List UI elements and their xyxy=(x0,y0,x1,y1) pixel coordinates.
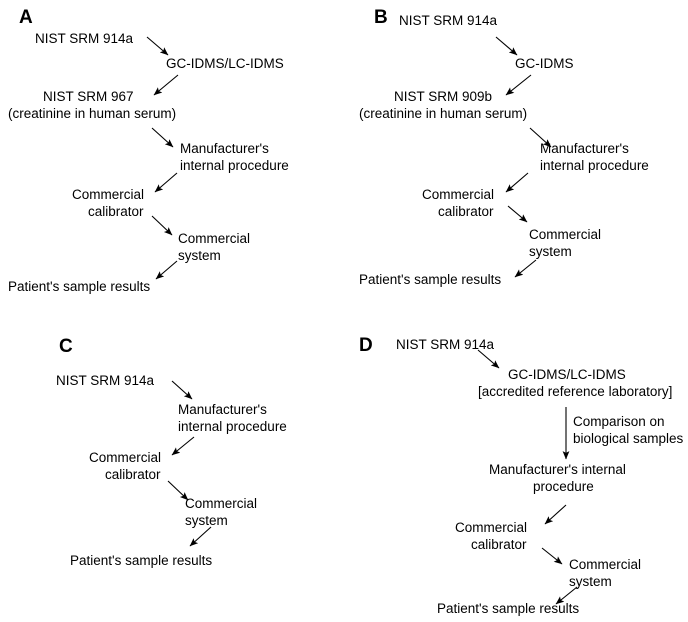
panel-a-arrows xyxy=(146,36,179,280)
node-b-system-line1: Commercial xyxy=(529,227,602,242)
node-d-system-line1: Commercial xyxy=(569,557,642,572)
node-c-system-line1: Commercial xyxy=(185,496,258,511)
node-a-srm-967-line2: (creatinine in human serum) xyxy=(8,106,177,121)
node-c-system-line2: system xyxy=(185,513,228,528)
arrow-c-srm914a-to-manufacturer xyxy=(171,380,193,400)
node-a-srm-914a: NIST SRM 914a xyxy=(35,31,134,46)
node-a-srm-967-line1: NIST SRM 967 xyxy=(43,89,134,104)
node-b-calibrator-line2: calibrator xyxy=(438,204,494,219)
arrow-d-calibrator-to-system xyxy=(541,547,563,565)
node-d-results: Patient's sample results xyxy=(437,601,580,616)
arrow-a-calibrator-to-system xyxy=(151,215,173,236)
arrow-b-manufacturer-to-calibrator xyxy=(505,172,529,193)
arrow-b-idms-to-srm909b xyxy=(505,74,532,96)
node-d-system-line2: system xyxy=(569,574,612,589)
node-d-idms-line1: GC-IDMS/LC-IDMS xyxy=(508,367,626,382)
node-a-results: Patient's sample results xyxy=(8,279,151,294)
arrow-d-manufacturer-to-calibrator xyxy=(544,504,567,525)
panel-letter-c: C xyxy=(59,336,73,357)
node-c-results: Patient's sample results xyxy=(70,553,213,568)
node-a-calibrator-line1: Commercial xyxy=(72,187,145,202)
node-a-calibrator-line2: calibrator xyxy=(88,204,144,219)
node-b-manufacturer-line1: Manufacturer's xyxy=(540,141,629,156)
arrow-b-calibrator-to-system xyxy=(507,205,528,223)
node-a-system-line1: Commercial xyxy=(178,231,251,246)
node-b-srm-914a: NIST SRM 914a xyxy=(399,13,498,28)
node-b-calibrator-line1: Commercial xyxy=(422,187,495,202)
arrow-b-srm914a-to-idms xyxy=(495,36,518,56)
node-b-srm-909b-line2: (creatinine in human serum) xyxy=(359,106,528,121)
node-d-idms-line2: [accredited reference laboratory] xyxy=(478,384,673,399)
panel-letter-b: B xyxy=(374,7,388,28)
node-b-system-line2: system xyxy=(529,244,572,259)
edge-label-d-comparison-line2: biological samples xyxy=(573,431,684,446)
arrow-a-system-to-results xyxy=(155,260,178,280)
node-d-calibrator-line2: calibrator xyxy=(471,537,527,552)
node-d-srm-914a: NIST SRM 914a xyxy=(396,337,495,352)
node-c-manufacturer-line2: internal procedure xyxy=(178,419,287,434)
node-a-system-line2: system xyxy=(178,248,221,263)
edge-label-d-comparison-line1: Comparison on xyxy=(573,414,665,429)
node-c-calibrator-line1: Commercial xyxy=(89,450,162,465)
arrow-a-srm967-to-manufacturer xyxy=(151,127,174,148)
panel-letter-d: D xyxy=(359,335,373,356)
arrow-b-system-to-results xyxy=(514,259,537,278)
node-d-calibrator-line1: Commercial xyxy=(455,520,528,535)
arrow-c-manufacturer-to-calibrator xyxy=(171,436,195,456)
node-b-srm-909b-line1: NIST SRM 909b xyxy=(394,89,493,104)
arrow-a-srm914a-to-idms xyxy=(146,36,169,56)
node-a-manufacturer-line2: internal procedure xyxy=(180,158,289,173)
node-a-manufacturer-line1: Manufacturer's xyxy=(180,141,269,156)
node-a-idms: GC-IDMS/LC-IDMS xyxy=(166,56,284,71)
node-c-calibrator-line2: calibrator xyxy=(105,467,161,482)
node-d-manufacturer-line1: Manufacturer's internal xyxy=(489,462,626,477)
node-b-idms: GC-IDMS xyxy=(515,56,574,71)
node-b-results: Patient's sample results xyxy=(359,272,502,287)
node-c-srm-914a: NIST SRM 914a xyxy=(56,373,155,388)
arrow-a-idms-to-srm967 xyxy=(153,74,179,96)
node-d-manufacturer-line2: procedure xyxy=(533,479,594,494)
node-b-manufacturer-line2: internal procedure xyxy=(540,158,649,173)
arrow-a-manufacturer-to-calibrator xyxy=(154,172,178,193)
node-c-manufacturer-line1: Manufacturer's xyxy=(178,402,267,417)
panel-letter-a: A xyxy=(19,7,33,28)
arrow-c-system-to-results xyxy=(189,526,212,547)
